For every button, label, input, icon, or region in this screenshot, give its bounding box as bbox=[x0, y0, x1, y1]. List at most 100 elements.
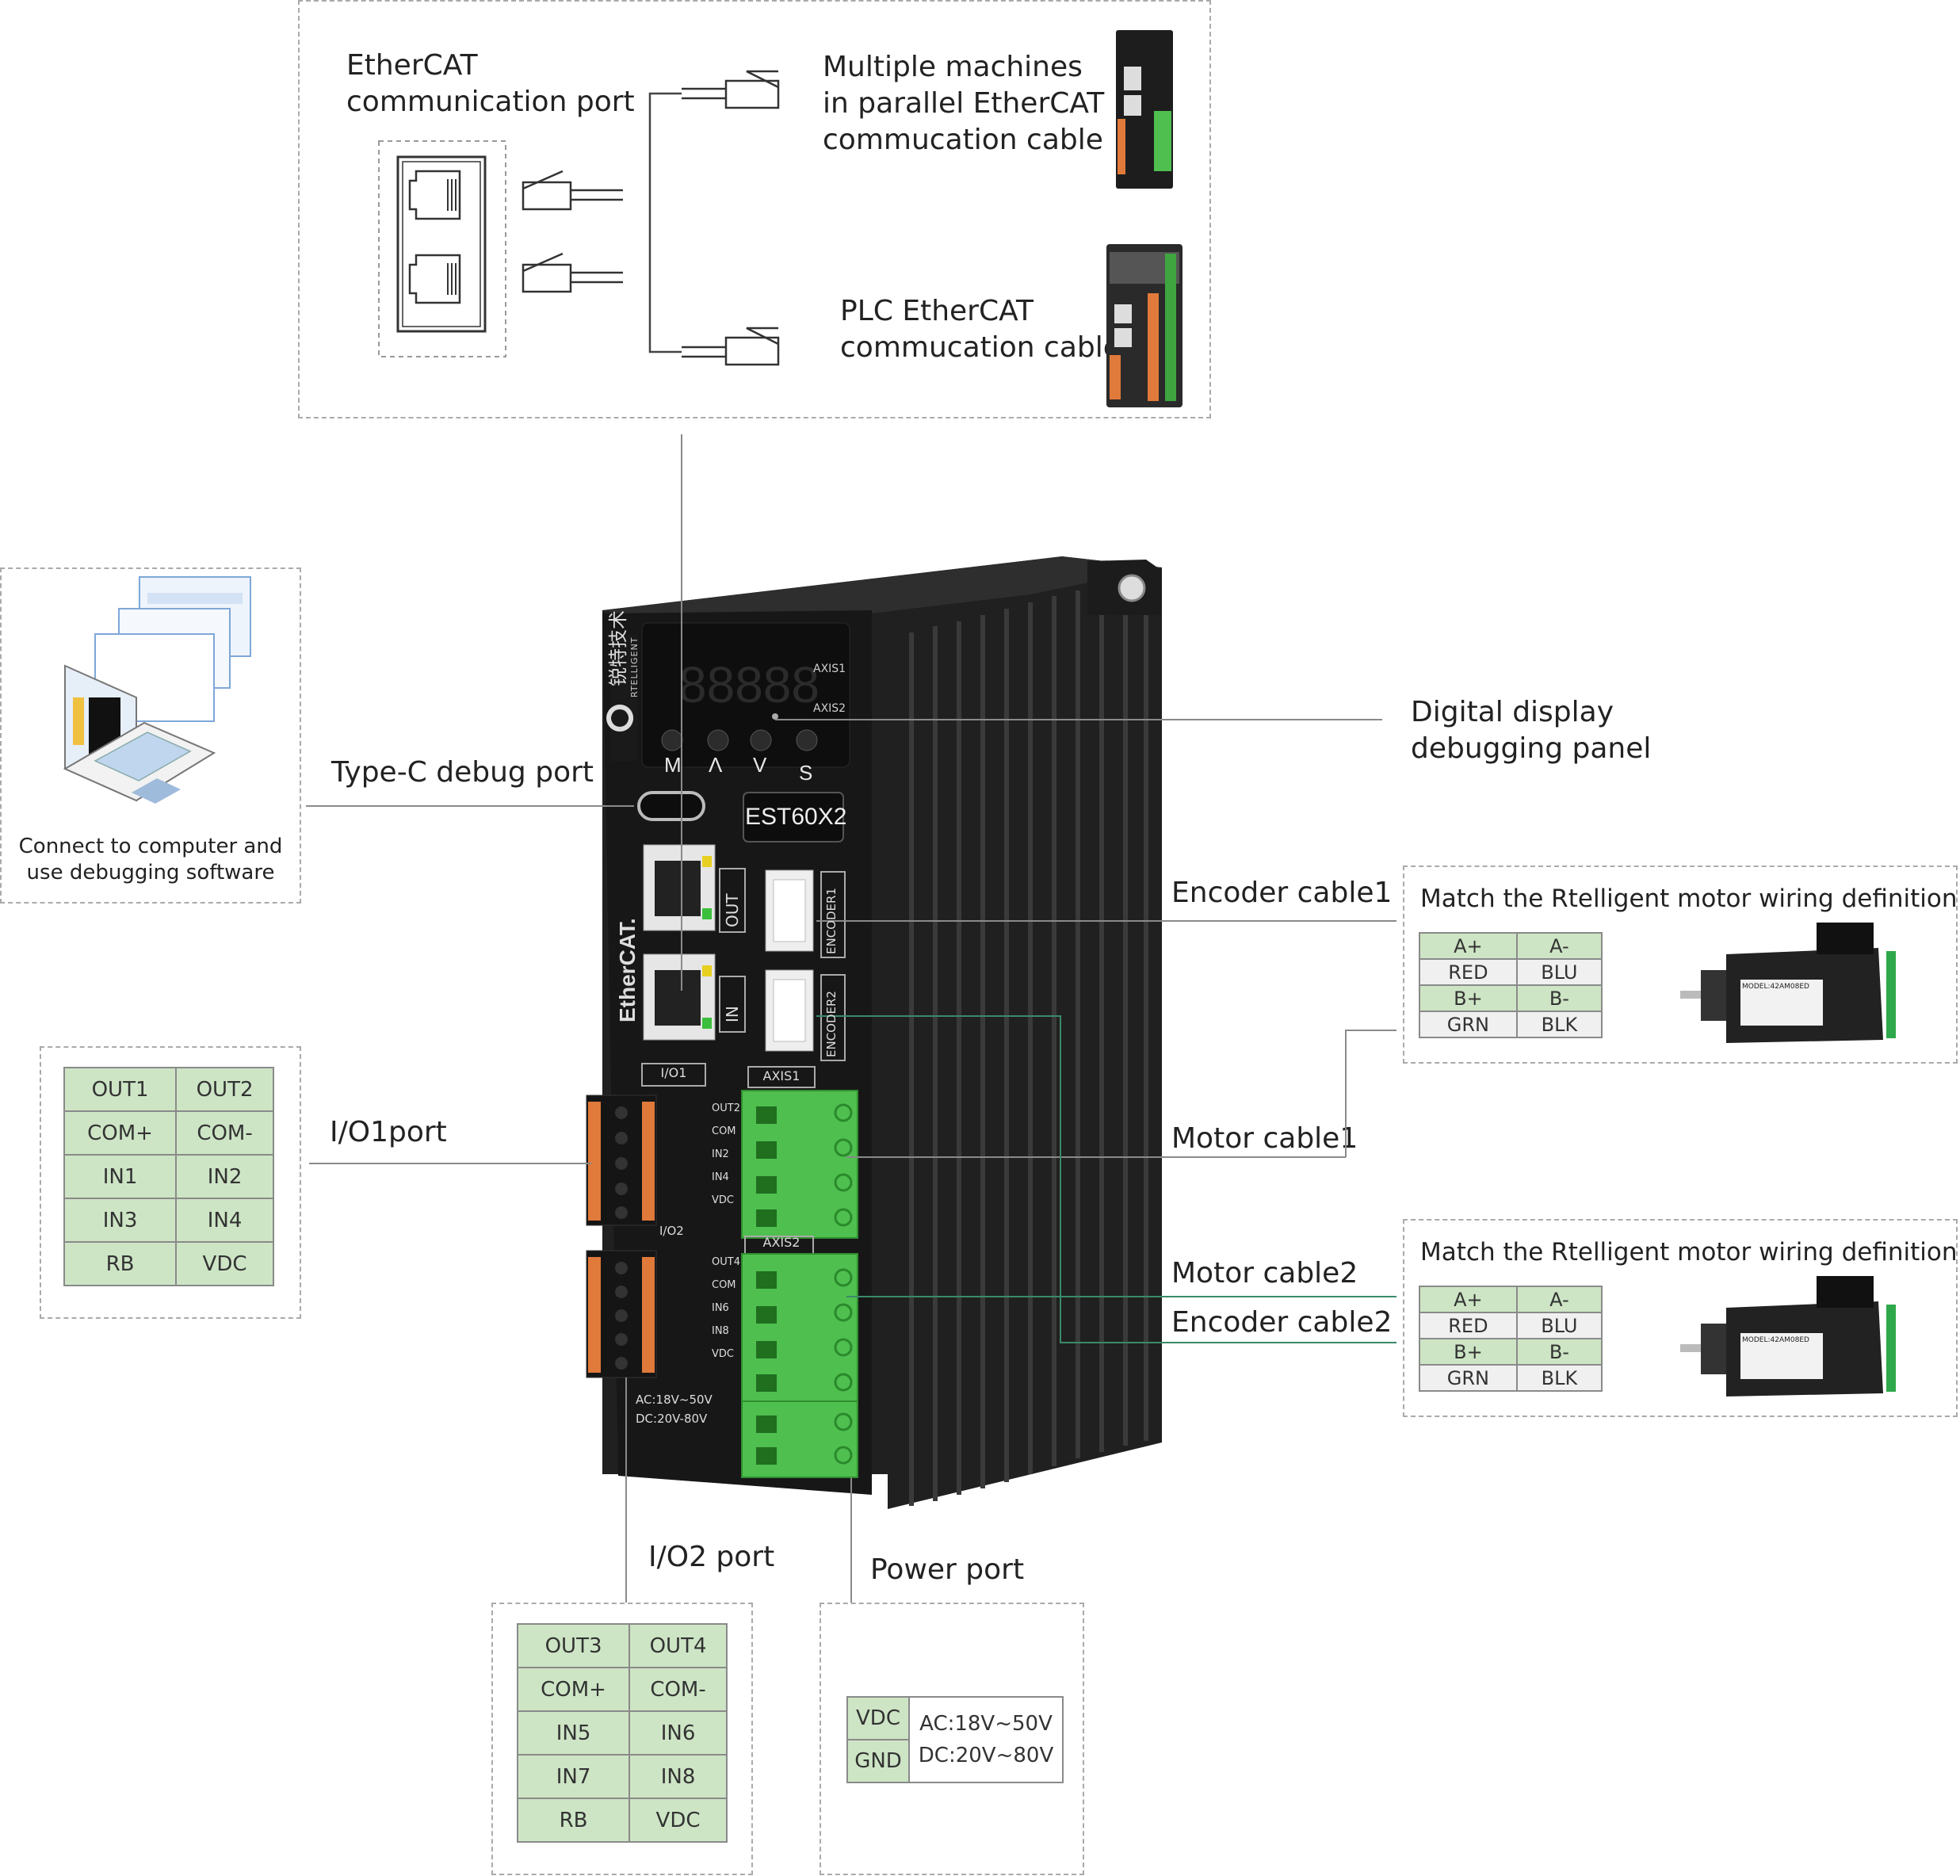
wire-cell: RED bbox=[1419, 958, 1518, 986]
button-m-label: M bbox=[664, 753, 682, 777]
power-pin-table: VDC AC:18V~50V DC:20V~80V GND bbox=[846, 1696, 1064, 1783]
io1-cell: OUT1 bbox=[63, 1067, 178, 1112]
wire-cell: A+ bbox=[1419, 932, 1518, 960]
parallel-drive-image bbox=[1116, 30, 1173, 189]
io1-pin-labels: OUT2 COM IN2 IN4 VDC bbox=[712, 1102, 740, 1206]
io1-cell: OUT2 bbox=[175, 1067, 274, 1112]
io2-cell: VDC bbox=[628, 1798, 728, 1843]
typec-label: Type-C debug port bbox=[331, 756, 594, 789]
io2-panel bbox=[491, 1603, 753, 1875]
io1-label: I/O1port bbox=[330, 1116, 447, 1148]
wire-cell: B+ bbox=[1419, 984, 1518, 1012]
axis1-led-label: AXIS1 bbox=[813, 663, 846, 675]
wire-cell: RED bbox=[1419, 1312, 1518, 1339]
motor2-label: Motor cable2 bbox=[1171, 1257, 1358, 1290]
power-panel bbox=[820, 1603, 1084, 1875]
io1-cell: COM+ bbox=[63, 1110, 178, 1156]
io1-connector bbox=[586, 1095, 657, 1226]
wire-cell: BLK bbox=[1515, 1011, 1603, 1038]
wire-cell: GRN bbox=[1419, 1011, 1518, 1038]
power-pin-cell: GND bbox=[846, 1739, 910, 1783]
power-pin-cell: VDC bbox=[846, 1696, 910, 1740]
axis2-led-label: AXIS2 bbox=[813, 702, 846, 715]
io2-cell: IN8 bbox=[628, 1754, 728, 1799]
wire-cell: BLK bbox=[1515, 1364, 1603, 1392]
axis1-terminal bbox=[741, 1090, 858, 1239]
button-up-label: Λ bbox=[709, 753, 723, 777]
device-model-label: EST60X2 bbox=[745, 804, 847, 830]
io2-cell: IN7 bbox=[516, 1754, 631, 1799]
power-rating-cell: AC:18V~50V DC:20V~80V bbox=[908, 1696, 1064, 1783]
axis1-tag: AXIS1 bbox=[762, 1068, 800, 1083]
io1-cell: IN4 bbox=[175, 1198, 274, 1243]
teal-leader-lines bbox=[816, 1015, 1396, 1343]
motor-box-2-title: Match the Rtelligent motor wiring defini… bbox=[1420, 1238, 1958, 1267]
wire-cell: BLU bbox=[1515, 1312, 1603, 1339]
wire-cell: BLU bbox=[1515, 958, 1603, 986]
rj45-ports-icon bbox=[378, 140, 506, 357]
io1-tag: I/O1 bbox=[660, 1065, 687, 1080]
ethercat-port-label: EtherCAT communication port bbox=[346, 49, 635, 118]
ethercat-panel bbox=[298, 0, 1211, 418]
button-s-label: S bbox=[799, 761, 812, 785]
wire-cell: B+ bbox=[1419, 1338, 1518, 1366]
ethercat-drive-device: 88888 AXIS1 AXIS2 M Λ V S bbox=[586, 556, 1162, 1509]
ethercat-cable-bracket bbox=[648, 92, 682, 353]
encoder2-label: Encoder cable2 bbox=[1171, 1306, 1393, 1339]
motor-box-1 bbox=[1403, 865, 1958, 1064]
laptop-icon bbox=[63, 576, 251, 804]
out-port-label: OUT bbox=[723, 893, 742, 927]
io2-cell: RB bbox=[516, 1798, 631, 1843]
brand-name-en: RTELLIGENT bbox=[629, 636, 640, 697]
ethernet-plug-icon bbox=[522, 170, 623, 293]
io2-tag: I/O2 bbox=[659, 1224, 684, 1238]
motor-box-1-title: Match the Rtelligent motor wiring defini… bbox=[1420, 885, 1958, 913]
encoder2-port-label: ENCODER2 bbox=[824, 991, 839, 1057]
io1-cell: VDC bbox=[175, 1241, 274, 1286]
motor-2-model-label: MODEL:42AM08ED bbox=[1742, 1336, 1809, 1344]
ethercat-logo: EtherCAT. bbox=[615, 918, 640, 1022]
wire-cell: A- bbox=[1515, 1286, 1603, 1313]
io1-cell: IN1 bbox=[63, 1154, 178, 1199]
motor1-label: Motor cable1 bbox=[1171, 1122, 1358, 1155]
io2-cell: COM- bbox=[628, 1667, 728, 1712]
io2-cell: IN5 bbox=[516, 1710, 631, 1756]
motor-box-2 bbox=[1403, 1219, 1958, 1417]
ethernet-plug-icon bbox=[682, 70, 780, 366]
leader-lines bbox=[306, 434, 1396, 1603]
io2-connector bbox=[586, 1250, 657, 1378]
in-port-label: IN bbox=[723, 1006, 742, 1022]
power-terminal bbox=[741, 1400, 858, 1478]
wire-cell: GRN bbox=[1419, 1364, 1518, 1392]
button-down-label: V bbox=[753, 753, 767, 777]
stepper-motor-image-1 bbox=[1680, 923, 1896, 1043]
io2-label: I/O2 port bbox=[648, 1541, 775, 1573]
io2-cell: OUT3 bbox=[516, 1623, 631, 1668]
device-power-rating: AC:18V~50V DC:20V-80V bbox=[636, 1393, 713, 1426]
plc-cable-label: PLC EtherCAT commucation cable bbox=[840, 295, 1121, 364]
encoder1-label: Encoder cable1 bbox=[1171, 877, 1393, 909]
stepper-motor-image-2 bbox=[1680, 1276, 1896, 1396]
multi-machine-label: Multiple machines in parallel EtherCAT c… bbox=[823, 51, 1105, 156]
wire-cell: A- bbox=[1515, 932, 1603, 960]
wire-cell: A+ bbox=[1419, 1286, 1518, 1313]
io1-cell: COM- bbox=[175, 1110, 274, 1156]
wire-cell: B- bbox=[1515, 984, 1603, 1012]
computer-caption: Connect to computer and use debugging so… bbox=[18, 835, 283, 885]
io2-cell: IN6 bbox=[628, 1710, 728, 1756]
power-label: Power port bbox=[870, 1553, 1025, 1586]
plc-image bbox=[1106, 244, 1182, 407]
axis2-tag: AXIS2 bbox=[762, 1235, 800, 1250]
io1-cell: IN2 bbox=[175, 1154, 274, 1199]
motor-1-model-label: MODEL:42AM08ED bbox=[1742, 983, 1809, 991]
brand-name-cn: 锐特技术 bbox=[607, 610, 629, 686]
computer-panel bbox=[0, 567, 301, 904]
io2-cell: COM+ bbox=[516, 1667, 631, 1712]
io2-cell: OUT4 bbox=[628, 1623, 728, 1668]
display-digits: 88888 bbox=[678, 656, 820, 713]
io1-panel bbox=[40, 1046, 301, 1319]
